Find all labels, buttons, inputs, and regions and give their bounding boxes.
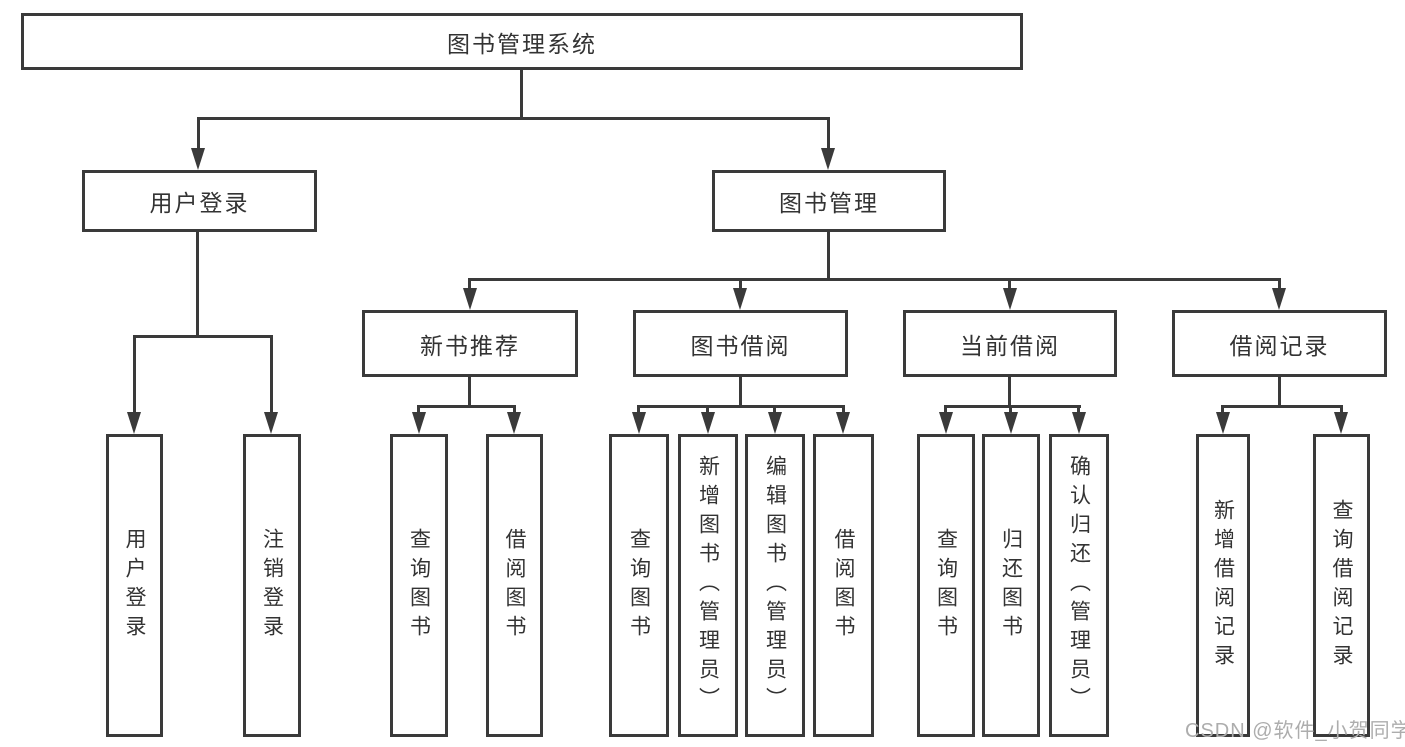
leaf-records-query-record-label: 查询借阅记录 xyxy=(1330,498,1353,673)
leaf-borrow-edit-books-admin: 编辑图书（管理员） xyxy=(745,434,805,737)
leaf-borrow-add-books-admin-label: 新增图书（管理员） xyxy=(696,455,720,716)
connector-line xyxy=(133,335,273,338)
arrow-down-icon xyxy=(1334,412,1348,434)
node-book-borrow-label: 图书借阅 xyxy=(690,332,791,359)
arrow-down-icon xyxy=(507,412,521,434)
connector-line xyxy=(637,405,845,408)
connector-line xyxy=(1278,278,1281,292)
node-current-borrow: 当前借阅 xyxy=(903,310,1117,377)
connector-line xyxy=(197,117,830,120)
leaf-borrow-borrow-books-label: 借阅图书 xyxy=(832,527,855,644)
watermark: CSDN @软件_小贺同学 xyxy=(1185,720,1405,742)
leaf-newrec-borrow-books-label: 借阅图书 xyxy=(503,527,526,644)
connector-line xyxy=(637,405,640,415)
leaf-current-confirm-return-admin-label: 确认归还（管理员） xyxy=(1067,455,1091,716)
arrow-down-icon xyxy=(701,412,715,434)
connector-line xyxy=(417,405,420,415)
node-current-borrow-label: 当前借阅 xyxy=(960,332,1060,359)
node-book-management: 图书管理 xyxy=(712,170,946,232)
arrow-down-icon xyxy=(264,412,278,434)
connector-line xyxy=(196,232,199,338)
arrow-down-icon xyxy=(1216,412,1230,434)
connector-line xyxy=(1340,405,1343,415)
node-book-borrow: 图书借阅 xyxy=(633,310,848,377)
connector-line xyxy=(417,405,516,408)
connector-line xyxy=(739,377,742,408)
arrow-down-icon xyxy=(836,412,850,434)
leaf-logout-login: 注销登录 xyxy=(243,434,301,737)
leaf-borrow-query-books-label: 查询图书 xyxy=(627,527,651,644)
arrow-down-icon xyxy=(1003,288,1017,310)
arrow-down-icon xyxy=(768,412,782,434)
leaf-current-return-books-label: 归还图书 xyxy=(999,527,1023,644)
connector-line xyxy=(842,405,845,415)
leaf-newrec-query-books-label: 查询图书 xyxy=(407,527,431,644)
node-user-login-label: 用户登录 xyxy=(149,190,250,216)
connector-line xyxy=(1221,405,1343,408)
leaf-user-login-label: 用户登录 xyxy=(123,527,146,644)
connector-line xyxy=(468,377,471,408)
arrow-down-icon xyxy=(939,412,953,434)
arrow-down-icon xyxy=(821,148,835,170)
node-book-management-label: 图书管理 xyxy=(779,190,879,216)
connector-line xyxy=(469,278,1281,281)
leaf-current-return-books: 归还图书 xyxy=(982,434,1040,737)
node-root: 图书管理系统 xyxy=(21,13,1023,70)
connector-line xyxy=(773,405,776,415)
arrow-down-icon xyxy=(412,412,426,434)
connector-line xyxy=(1008,377,1011,408)
leaf-borrow-edit-books-admin-label: 编辑图书（管理员） xyxy=(763,455,787,716)
connector-line xyxy=(1077,405,1080,415)
connector-line xyxy=(468,278,471,292)
arrow-down-icon xyxy=(463,288,477,310)
leaf-user-login: 用户登录 xyxy=(106,434,163,737)
connector-line xyxy=(706,405,709,415)
arrow-down-icon xyxy=(127,412,141,434)
connector-line xyxy=(739,278,742,292)
arrow-down-icon xyxy=(191,148,205,170)
leaf-records-add-record-label: 新增借阅记录 xyxy=(1211,498,1235,673)
connector-line xyxy=(827,232,830,281)
connector-line xyxy=(513,405,516,415)
connector-line xyxy=(1278,377,1281,408)
node-new-book-recommend: 新书推荐 xyxy=(362,310,578,377)
node-borrow-records-label: 借阅记录 xyxy=(1229,332,1330,359)
connector-line xyxy=(944,405,947,415)
connector-line xyxy=(520,70,523,120)
leaf-logout-login-label: 注销登录 xyxy=(260,527,284,644)
connector-line xyxy=(270,335,273,415)
node-user-login: 用户登录 xyxy=(82,170,317,232)
connector-line xyxy=(1008,278,1011,292)
arrow-down-icon xyxy=(1272,288,1286,310)
arrow-down-icon xyxy=(632,412,646,434)
node-root-label: 图书管理系统 xyxy=(447,30,597,57)
leaf-newrec-borrow-books: 借阅图书 xyxy=(486,434,543,737)
connector-line xyxy=(133,335,136,415)
arrow-down-icon xyxy=(1072,412,1086,434)
connector-line xyxy=(197,117,200,155)
connector-line xyxy=(944,405,1081,408)
leaf-newrec-query-books: 查询图书 xyxy=(390,434,448,737)
leaf-records-add-record: 新增借阅记录 xyxy=(1196,434,1250,737)
leaf-borrow-borrow-books: 借阅图书 xyxy=(813,434,874,737)
leaf-current-confirm-return-admin: 确认归还（管理员） xyxy=(1049,434,1109,737)
arrow-down-icon xyxy=(733,288,747,310)
leaf-borrow-query-books: 查询图书 xyxy=(609,434,669,737)
node-new-book-recommend-label: 新书推荐 xyxy=(420,332,520,359)
connector-line xyxy=(1221,405,1224,415)
leaf-current-query-books-label: 查询图书 xyxy=(934,527,958,644)
arrow-down-icon xyxy=(1004,412,1018,434)
leaf-borrow-add-books-admin: 新增图书（管理员） xyxy=(678,434,738,737)
leaf-current-query-books: 查询图书 xyxy=(917,434,975,737)
leaf-records-query-record: 查询借阅记录 xyxy=(1313,434,1370,737)
node-borrow-records: 借阅记录 xyxy=(1172,310,1387,377)
connector-line xyxy=(1009,405,1012,415)
connector-line xyxy=(827,117,830,155)
